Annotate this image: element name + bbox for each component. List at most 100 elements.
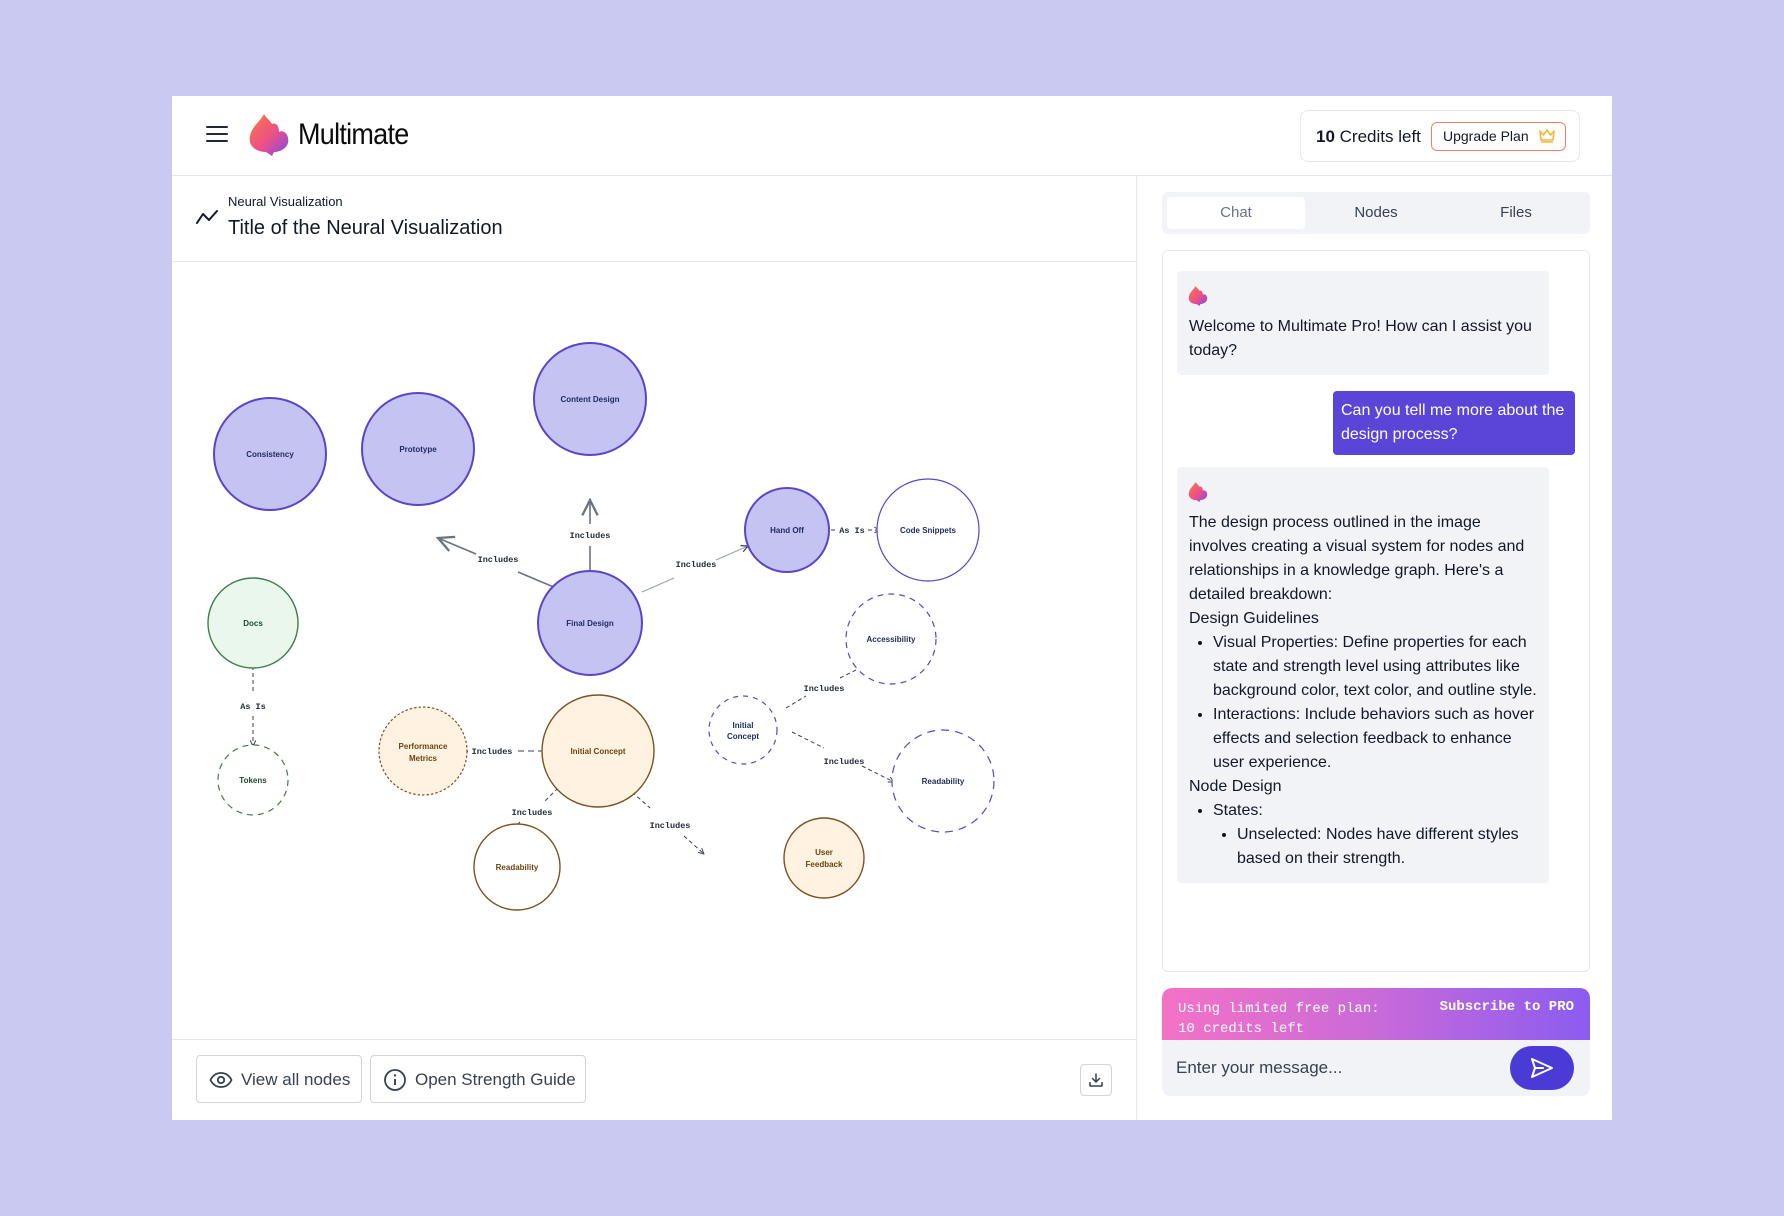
free-plan-text: Using limited free plan: 10 credits left xyxy=(1178,999,1380,1039)
answer-heading: Node Design xyxy=(1189,778,1282,795)
subscribe-pro-link[interactable]: Subscribe to PRO xyxy=(1439,999,1574,1015)
edge-label-as-is: As Is xyxy=(839,526,865,536)
edge-label-includes: Includes xyxy=(570,531,611,541)
node-label: Accessibility xyxy=(867,635,916,644)
eye-icon xyxy=(209,1072,233,1088)
visualization-toolbar: View all nodes Open Strength Guide xyxy=(172,1039,1136,1120)
node-label: Hand Off xyxy=(770,526,804,535)
node-label: Readability xyxy=(496,863,539,872)
app-name: Multimate xyxy=(298,118,409,151)
knowledge-graph[interactable]: Includes Includes Includes As Is xyxy=(172,262,1136,1039)
edge-final-to-handoff: Includes xyxy=(641,546,748,593)
node-final-design[interactable]: Final Design xyxy=(537,570,643,676)
edge-label-includes: Includes xyxy=(512,808,553,818)
multimate-logo-icon xyxy=(249,114,289,156)
visualization-panel: Neural Visualization Title of the Neural… xyxy=(172,176,1137,1120)
free-plan-credits: 10 credits left xyxy=(1178,1021,1305,1037)
node-initial-concept-small[interactable]: Initial Concept xyxy=(708,695,778,765)
free-plan-banner: Using limited free plan: 10 credits left… xyxy=(1162,988,1590,1042)
edge-docs-to-tokens: As Is xyxy=(240,666,266,746)
edge-initialsmall-to-readability: Includes xyxy=(791,731,894,782)
node-label: User xyxy=(815,848,833,857)
menu-icon[interactable] xyxy=(206,126,228,144)
upgrade-plan-label: Upgrade Plan xyxy=(1443,128,1529,144)
edge-concept-to-feedback: Includes xyxy=(631,791,704,854)
edge-label-as-is: As Is xyxy=(240,702,266,712)
answer-list: Visual Properties: Define properties for… xyxy=(1189,631,1537,775)
breadcrumb: Neural Visualization xyxy=(228,194,343,209)
node-readability-right[interactable]: Readability xyxy=(891,729,995,833)
node-accessibility[interactable]: Accessibility xyxy=(845,593,937,685)
node-user-feedback[interactable]: User Feedback xyxy=(783,817,865,899)
edge-label-includes: Includes xyxy=(676,560,717,570)
answer-sub-bullet: Unselected: Nodes have different styles … xyxy=(1237,823,1537,871)
edge-initialsmall-to-accessibility: Includes xyxy=(785,666,864,709)
page-title: Title of the Neural Visualization xyxy=(228,217,503,239)
node-label: Tokens xyxy=(239,776,267,785)
node-label: Docs xyxy=(243,619,263,628)
right-panel-tabs: Chat Nodes Files xyxy=(1162,192,1590,234)
credits-label: Credits left xyxy=(1339,127,1421,146)
node-content-design[interactable]: Content Design xyxy=(533,342,647,456)
node-label: Metrics xyxy=(409,754,438,763)
answer-bullet: Visual Properties: Define properties for… xyxy=(1213,631,1537,703)
node-readability-bottom[interactable]: Readability xyxy=(473,823,561,911)
view-all-nodes-button[interactable]: View all nodes xyxy=(196,1055,362,1103)
send-icon xyxy=(1531,1058,1553,1078)
answer-bullet: Interactions: Include behaviors such as … xyxy=(1213,703,1537,775)
edge-final-to-content: Includes xyxy=(570,500,611,572)
node-initial-concept[interactable]: Initial Concept xyxy=(541,694,655,808)
download-icon xyxy=(1089,1073,1103,1087)
node-label: Code Snippets xyxy=(900,526,957,535)
upgrade-plan-button[interactable]: Upgrade Plan xyxy=(1431,122,1566,151)
edge-label-includes: Includes xyxy=(472,747,513,757)
open-strength-guide-label: Open Strength Guide xyxy=(415,1070,576,1089)
node-label: Initial Concept xyxy=(570,747,625,756)
answer-bullet: States: Unselected: Nodes have different… xyxy=(1213,799,1537,871)
node-performance-metrics[interactable]: Performance Metrics xyxy=(378,706,468,796)
message-input[interactable] xyxy=(1176,1052,1476,1084)
node-label: Consistency xyxy=(246,450,294,459)
graph-canvas[interactable]: Includes Includes Includes As Is xyxy=(172,262,1136,1039)
node-code-snippets[interactable]: Code Snippets xyxy=(876,478,980,582)
node-label: Concept xyxy=(727,732,759,741)
node-label: Initial xyxy=(733,721,754,730)
node-hand-off[interactable]: Hand Off xyxy=(744,487,830,573)
node-label: Performance xyxy=(399,742,448,751)
crown-icon xyxy=(1538,129,1555,143)
credits-text: 10 Credits left xyxy=(1316,127,1421,147)
open-strength-guide-button[interactable]: Open Strength Guide xyxy=(370,1055,586,1103)
answer-bullet-text: States: xyxy=(1213,802,1263,819)
node-consistency[interactable]: Consistency xyxy=(213,397,327,511)
tab-files[interactable]: Files xyxy=(1500,204,1532,221)
free-plan-line: Using limited free plan: xyxy=(1178,1001,1380,1017)
trend-line-icon xyxy=(196,210,218,224)
send-button[interactable] xyxy=(1510,1046,1574,1090)
edge-handoff-to-code: As Is xyxy=(824,526,880,536)
node-label: Readability xyxy=(922,777,965,786)
bot-avatar-icon xyxy=(1188,481,1208,503)
info-icon xyxy=(384,1069,406,1091)
credits-count: 10 xyxy=(1316,127,1335,146)
answer-heading: Design Guidelines xyxy=(1189,610,1319,627)
bot-avatar-icon xyxy=(1188,285,1208,307)
app-window: Multimate 10 Credits left Upgrade Plan N… xyxy=(172,96,1612,1120)
node-label: Content Design xyxy=(560,395,619,404)
view-all-nodes-label: View all nodes xyxy=(241,1070,351,1089)
node-prototype[interactable]: Prototype xyxy=(361,392,475,506)
edge-label-includes: Includes xyxy=(478,555,519,565)
edge-label-includes: Includes xyxy=(804,684,845,694)
visualization-title-bar: Neural Visualization Title of the Neural… xyxy=(172,176,1136,262)
node-docs[interactable]: Docs xyxy=(207,577,299,669)
download-button[interactable] xyxy=(1080,1064,1112,1096)
edge-label-includes: Includes xyxy=(650,821,691,831)
chat-panel[interactable]: Welcome to Multimate Pro! How can I assi… xyxy=(1162,250,1590,972)
user-message: Can you tell me more about the design pr… xyxy=(1333,391,1575,455)
node-tokens[interactable]: Tokens xyxy=(217,744,289,816)
tab-chat[interactable]: Chat xyxy=(1167,197,1305,229)
bot-message: Welcome to Multimate Pro! How can I assi… xyxy=(1177,271,1549,375)
edge-label-includes: Includes xyxy=(824,757,865,767)
tab-nodes[interactable]: Nodes xyxy=(1354,204,1398,221)
node-label: Prototype xyxy=(399,445,437,454)
answer-sublist: Unselected: Nodes have different styles … xyxy=(1213,823,1537,871)
